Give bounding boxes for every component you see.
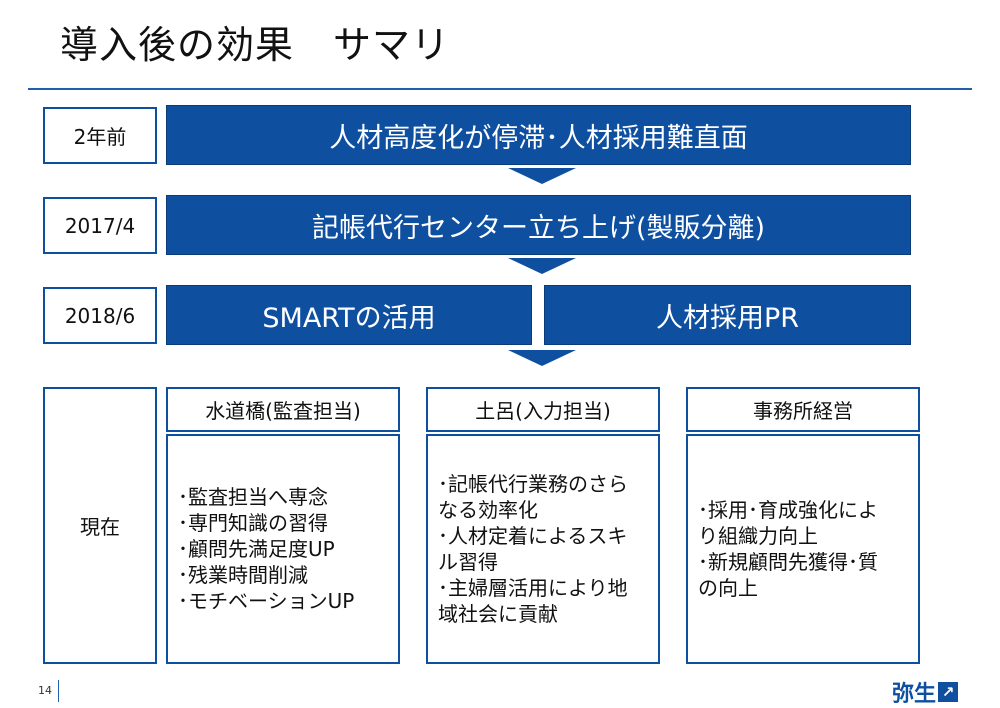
column-heading-office-management: 事務所経営 [686, 387, 920, 432]
timeline-label-text: 2018/6 [64, 303, 136, 328]
timeline-label-2-years-ago: 2年前 [43, 107, 157, 164]
column-heading-text: 土呂(入力担当) [475, 399, 611, 423]
down-arrow-icon [508, 168, 576, 184]
page-number-divider [58, 680, 59, 702]
arrow-up-right-icon: ↗ [938, 682, 959, 702]
down-arrow-icon [508, 350, 576, 366]
timeline-bar-text: SMARTの活用 [262, 302, 436, 334]
present-label-text: 現在 [80, 515, 120, 539]
timeline-label-2017-4: 2017/4 [43, 197, 157, 254]
list-item: ･残業時間削減 [178, 563, 308, 587]
timeline-bar-recruiting-pr: 人材採用PR [544, 285, 911, 345]
column-body-office-management: ･採用･育成強化によ り組織力向上 ･新規顧問先獲得･質 の向上 [686, 434, 920, 664]
column-body-toro: ･記帳代行業務のさら なる効率化 ･人材定着によるスキ ル習得 ･主婦層活用によ… [426, 434, 660, 664]
column-heading-text: 事務所経営 [753, 399, 853, 423]
timeline-bar-text: 人材採用PR [655, 302, 800, 334]
column-heading-toro: 土呂(入力担当) [426, 387, 660, 432]
timeline-bar-center-launch: 記帳代行センター立ち上げ(製販分離) [166, 195, 911, 255]
brand-logo: 弥生 ↗ [892, 676, 959, 708]
down-arrow-icon [508, 258, 576, 274]
column-heading-suidobashi: 水道橋(監査担当) [166, 387, 400, 432]
list-item: ル習得 [438, 550, 498, 574]
title-divider [28, 88, 972, 90]
list-item: ･顧問先満足度UP [178, 537, 335, 561]
column-heading-text: 水道橋(監査担当) [205, 399, 361, 423]
list-item: ･採用･育成強化によ [698, 498, 878, 522]
page-title: 導入後の効果 サマリ [60, 23, 451, 67]
list-item: なる効率化 [438, 498, 538, 522]
list-item: ･モチベーションUP [178, 589, 355, 613]
timeline-bar-stagnation: 人材高度化が停滞･人材採用難直面 [166, 105, 911, 165]
list-item: ･記帳代行業務のさら [438, 472, 628, 496]
list-item: の向上 [698, 576, 758, 600]
list-item: ･監査担当へ専念 [178, 485, 328, 509]
list-item: ･専門知識の習得 [178, 511, 328, 535]
timeline-label-text: 2017/4 [64, 213, 136, 238]
timeline-bar-text: 人材高度化が停滞･人材採用難直面 [329, 122, 748, 154]
timeline-bar-text: 記帳代行センター立ち上げ(製販分離) [311, 212, 766, 244]
list-item: り組織力向上 [698, 524, 818, 548]
timeline-label-2018-6: 2018/6 [43, 287, 157, 344]
list-item: ･主婦層活用により地 [438, 576, 628, 600]
list-item: ･人材定着によるスキ [438, 524, 628, 548]
present-label: 現在 [43, 387, 157, 664]
list-item: 域社会に貢献 [438, 602, 558, 626]
timeline-label-text: 2年前 [73, 125, 127, 149]
column-body-suidobashi: ･監査担当へ専念 ･専門知識の習得 ･顧問先満足度UP ･残業時間削減 ･モチベ… [166, 434, 400, 664]
timeline-bar-smart: SMARTの活用 [166, 285, 532, 345]
page-number: 14 [38, 684, 52, 697]
brand-logo-text: 弥生 [892, 682, 937, 707]
list-item: ･新規顧問先獲得･質 [698, 550, 878, 574]
